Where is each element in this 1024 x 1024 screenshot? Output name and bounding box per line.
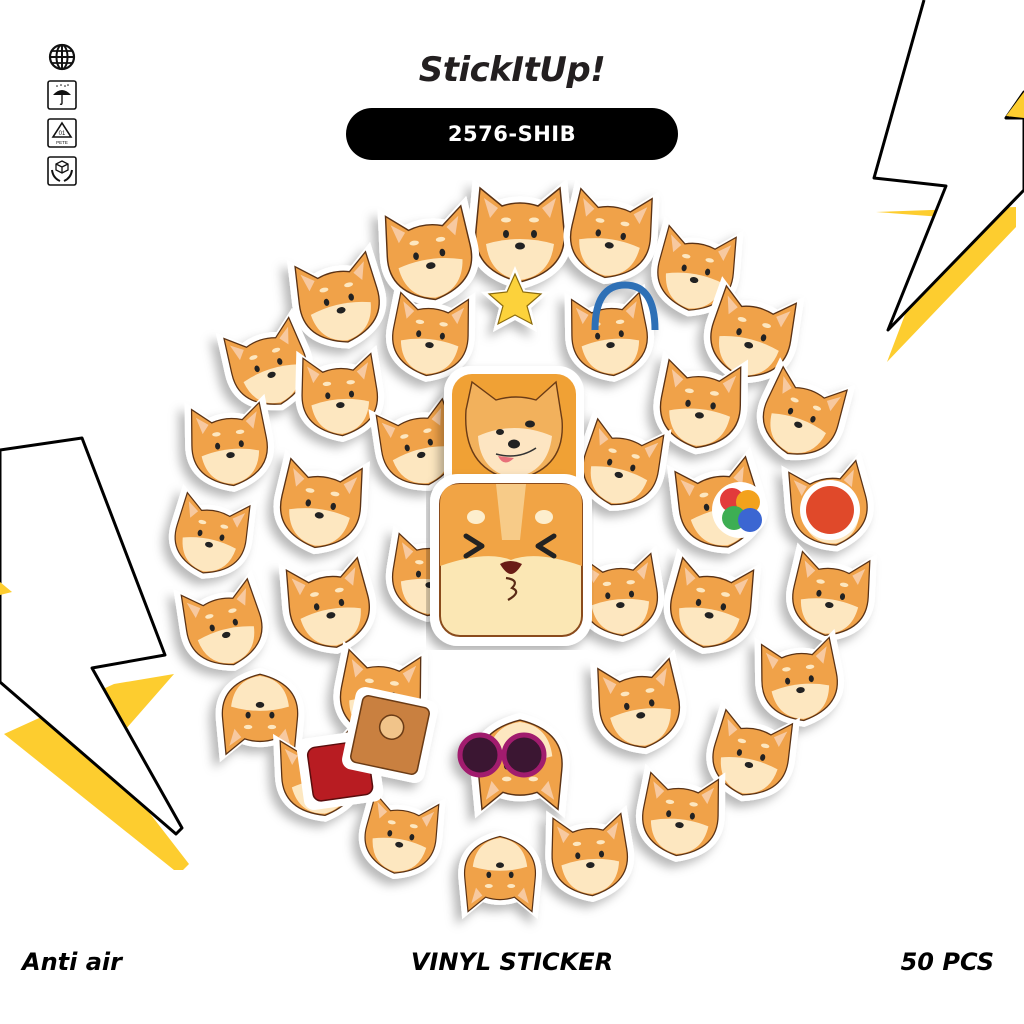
- lightning-bolt-left: [0, 436, 189, 870]
- piece-count-label: 50 PCS: [900, 948, 994, 976]
- kissing-face-square-sticker: [430, 474, 592, 646]
- rainbow-puff-sticker: [712, 482, 768, 538]
- headphones-shiba-sticker: [591, 281, 659, 331]
- featured-stickers: [426, 360, 594, 650]
- anti-air-label: Anti air: [22, 948, 122, 976]
- sunglasses-shiba-sticker: [457, 732, 547, 778]
- keep-dry-umbrella-icon: [47, 80, 77, 110]
- globe-icon: [47, 42, 77, 72]
- smirking-shiba-square-sticker: [444, 366, 584, 506]
- sticker-cluster: [160, 180, 882, 920]
- fragile-handle-with-care-icon: [47, 156, 77, 186]
- red-shiba-sticker: [800, 480, 860, 540]
- svg-text:01: 01: [59, 131, 66, 137]
- sku-pill: 2576-SHIB: [346, 108, 678, 160]
- star-shiba-sticker: [481, 266, 549, 332]
- svg-text:PETE: PETE: [56, 140, 68, 145]
- lightning-bolt-right: [872, 0, 1024, 362]
- cardboard-box-sticker: [342, 687, 438, 783]
- sku-label: 2576-SHIB: [447, 122, 577, 146]
- vinyl-sticker-label: VINYL STICKER: [410, 948, 614, 976]
- brand-logo: StickItUp!: [418, 50, 606, 90]
